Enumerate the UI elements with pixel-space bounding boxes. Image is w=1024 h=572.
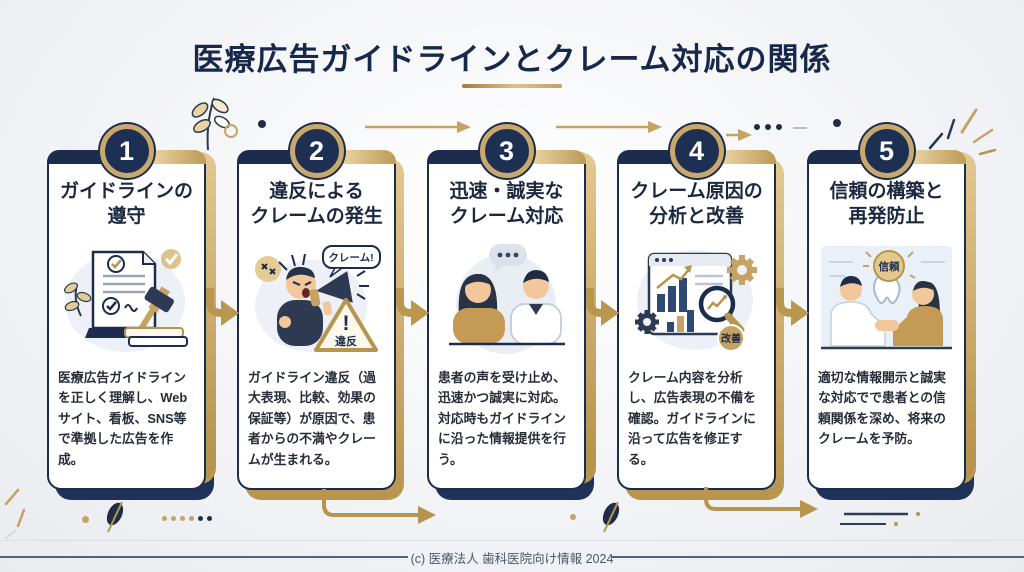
step-description: 患者の声を受け止め、迅速かつ誠実に対応。対応時もガイドラインに沿った情報提供を行…	[438, 370, 566, 467]
card-topbar	[908, 150, 966, 164]
slash-marks-icon	[4, 488, 26, 539]
curved-flow-arrow-icon	[586, 288, 619, 326]
title-underline	[462, 84, 562, 88]
step-card-5: 5 信頼の構築と 再発防止 信頼	[807, 124, 976, 500]
dash-decoration	[793, 127, 807, 129]
improvement-label: 改善	[721, 332, 741, 345]
card-topbar	[718, 150, 776, 164]
curved-flow-arrow-icon	[776, 288, 809, 326]
circle-outline-decoration	[224, 124, 238, 138]
branch-leaves-icon	[191, 97, 231, 151]
card-topbar	[148, 150, 206, 164]
patient-head	[465, 277, 491, 303]
trust-badge	[873, 250, 905, 282]
footer-line-left	[0, 556, 408, 558]
dot-decoration	[82, 516, 89, 523]
step-number-badge: 2	[289, 124, 344, 178]
dot-decoration	[754, 124, 760, 130]
complaint-bubble-label: クレーム!	[328, 252, 373, 264]
card-topbar	[237, 150, 295, 164]
step-number-badge: 3	[479, 124, 534, 178]
leaf-icon	[602, 501, 620, 533]
angry-man-body	[277, 300, 323, 346]
step-description: クレーム内容を分析し、広告表現の不備を確認。ガイドラインに沿って広告を修正する。	[628, 370, 756, 467]
complaint-illustration: クレーム! ! 違反	[255, 245, 381, 352]
step-card-3: 3 迅速・誠実な クレーム対応	[427, 124, 596, 500]
dialogue-illustration	[449, 244, 565, 354]
step-title: 信頼の構築と 再発防止	[829, 181, 944, 227]
dot-decoration	[833, 119, 841, 127]
analysis-illustration: 改善	[635, 250, 757, 352]
dot-decoration	[570, 514, 576, 520]
gavel-icon	[138, 286, 174, 332]
check-circle-icon	[161, 249, 181, 269]
sparkle-rays-icon	[928, 108, 997, 156]
leaf-icon	[106, 501, 124, 533]
thin-flow-arrow-icon	[726, 129, 752, 141]
bar-chart-icon	[657, 294, 665, 312]
step-number-badge: 4	[669, 124, 724, 178]
steps-row: 1 ガイドラインの 遵守	[47, 124, 976, 500]
step-title: クレーム原因の 分析と改善	[630, 181, 763, 227]
gear-icon	[635, 310, 659, 334]
curved-flow-arrow-icon	[396, 288, 429, 326]
step-description: 医療広告ガイドラインを正しく理解し、Webサイト、看板、SNS等で準拠した広告を…	[58, 370, 188, 467]
thin-flow-arrow-icon	[556, 121, 662, 133]
warning-exclamation: !	[343, 312, 350, 335]
trust-label: 信頼	[879, 260, 900, 273]
footer-line-right	[612, 556, 1024, 558]
step-title: 違反による クレームの発生	[250, 181, 383, 227]
step-description: ガイドライン違反（過大表現、比較、効果の保証等）が原因で、患者からの不満やクレー…	[248, 370, 376, 467]
sparkle-icon	[863, 251, 916, 279]
card-topbar	[617, 150, 675, 164]
page-title: 医療広告ガイドラインとクレーム対応の関係	[192, 42, 832, 77]
doctor-coat	[830, 301, 886, 347]
thin-flow-arrow-icon	[365, 121, 471, 133]
step-card-1: 1 ガイドラインの 遵守	[47, 124, 216, 500]
step-card-4: 4 クレーム原因の 分析と改善	[617, 124, 784, 500]
book-icon	[124, 327, 184, 338]
violation-label: 違反	[335, 334, 357, 348]
dot-decoration	[258, 120, 266, 128]
guideline-document-illustration	[64, 249, 188, 352]
step-description: 適切な情報開示と誠実な対応でで患者との信頼関係を深め、将来のクレームを予防。	[818, 370, 946, 447]
megaphone-icon	[309, 271, 353, 316]
improvement-badge	[717, 324, 745, 352]
footer-divider	[0, 540, 1024, 541]
footer-copyright: (c) 医療法人 歯科医院向け情報 2024	[410, 552, 614, 566]
gear-icon	[727, 255, 757, 285]
step-card-2: 2 違反による クレームの発生 クレーム!	[237, 124, 404, 500]
loop-arrow-icon	[704, 487, 818, 518]
warning-triangle-icon	[314, 298, 378, 352]
card-topbar	[427, 150, 485, 164]
card-topbar	[528, 150, 586, 164]
patient-body	[453, 308, 505, 344]
card-topbar	[807, 150, 865, 164]
patient-body	[893, 306, 943, 346]
loop-arrow-icon	[322, 489, 436, 524]
card-topbar	[47, 150, 105, 164]
speech-bubble	[322, 245, 381, 269]
step-title: ガイドラインの 遵守	[59, 181, 193, 227]
anger-bubble-icon	[255, 256, 281, 282]
handshake-illustration: 信頼	[821, 246, 952, 350]
step-number-badge: 5	[859, 124, 914, 178]
curved-flow-arrow-icon	[206, 288, 239, 326]
dot-decoration	[765, 124, 771, 130]
handshake-hands	[875, 320, 899, 331]
card-topbar	[338, 150, 396, 164]
dot-decoration	[776, 124, 782, 130]
equal-lines-icon	[840, 512, 920, 526]
step-number-badge: 1	[99, 124, 154, 178]
step-title: 迅速・誠実な クレーム対応	[449, 181, 564, 227]
doctor-head	[840, 279, 862, 301]
